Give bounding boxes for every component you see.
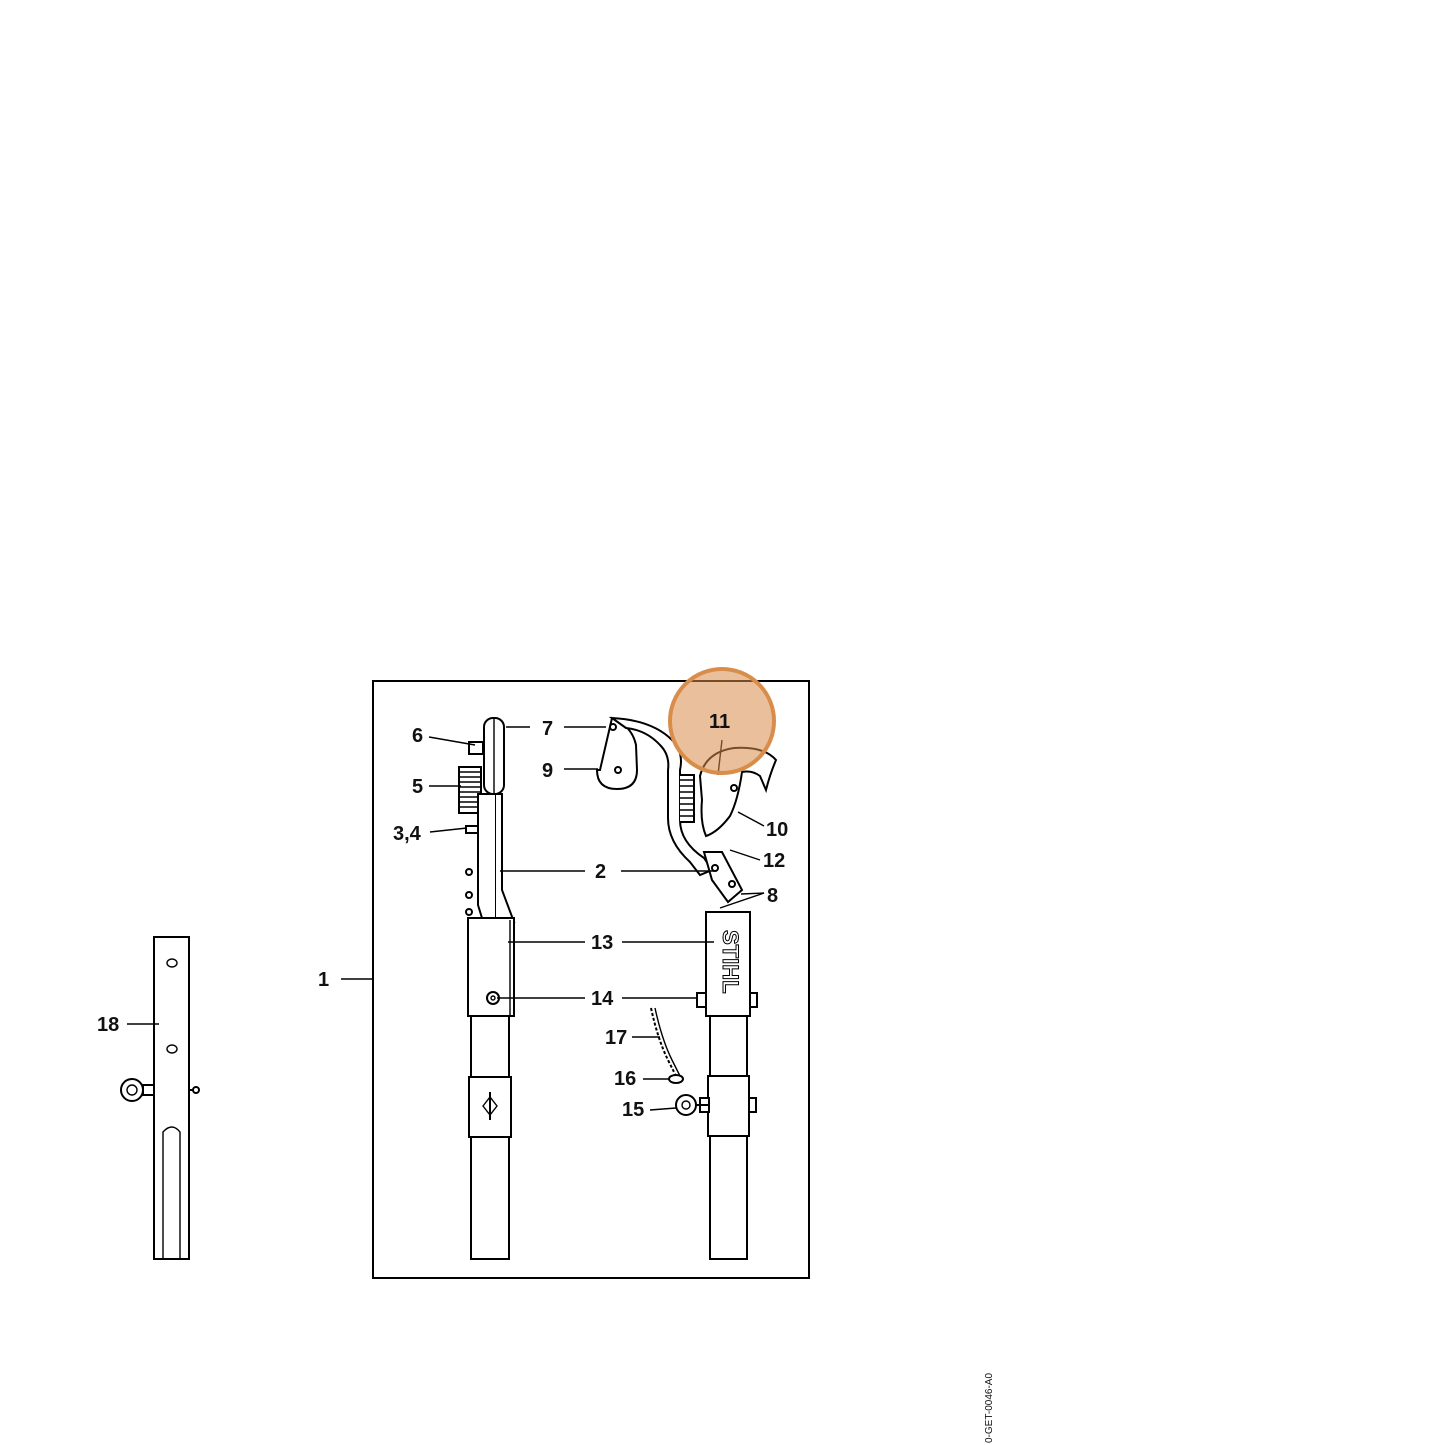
- label-part-1[interactable]: 1: [318, 969, 329, 991]
- drawing-code: 0-GET-0046-A0: [984, 1373, 995, 1443]
- label-part-16[interactable]: 16: [614, 1068, 636, 1090]
- stihl-logo: STIHL: [718, 930, 743, 994]
- label-part-6[interactable]: 6: [412, 725, 423, 747]
- label-part-11[interactable]: 11: [709, 711, 730, 733]
- label-part-12[interactable]: 12: [763, 850, 785, 872]
- label-part-15[interactable]: 15: [622, 1099, 644, 1121]
- part-labels: 1 2 3,4 5 6 7 8 9 10 11 12 13 14 15 16 1…: [97, 711, 788, 1121]
- label-part-17[interactable]: 17: [605, 1027, 627, 1049]
- label-part-9[interactable]: 9: [542, 760, 553, 782]
- highlight-circle-part-11: [668, 667, 776, 775]
- label-part-14[interactable]: 14: [591, 988, 614, 1010]
- pruner-front-view: STIHL: [595, 716, 778, 1260]
- label-part-7[interactable]: 7: [542, 718, 553, 740]
- extension-pole-part-18[interactable]: [120, 936, 200, 1260]
- label-part-3-4[interactable]: 3,4: [393, 823, 422, 845]
- label-part-5[interactable]: 5: [412, 776, 423, 798]
- label-part-18[interactable]: 18: [97, 1014, 119, 1036]
- label-part-8[interactable]: 8: [767, 885, 778, 907]
- label-part-10[interactable]: 10: [766, 819, 788, 841]
- label-part-2[interactable]: 2: [595, 861, 606, 883]
- pruner-side-view: [458, 717, 516, 1260]
- label-part-13[interactable]: 13: [591, 932, 613, 954]
